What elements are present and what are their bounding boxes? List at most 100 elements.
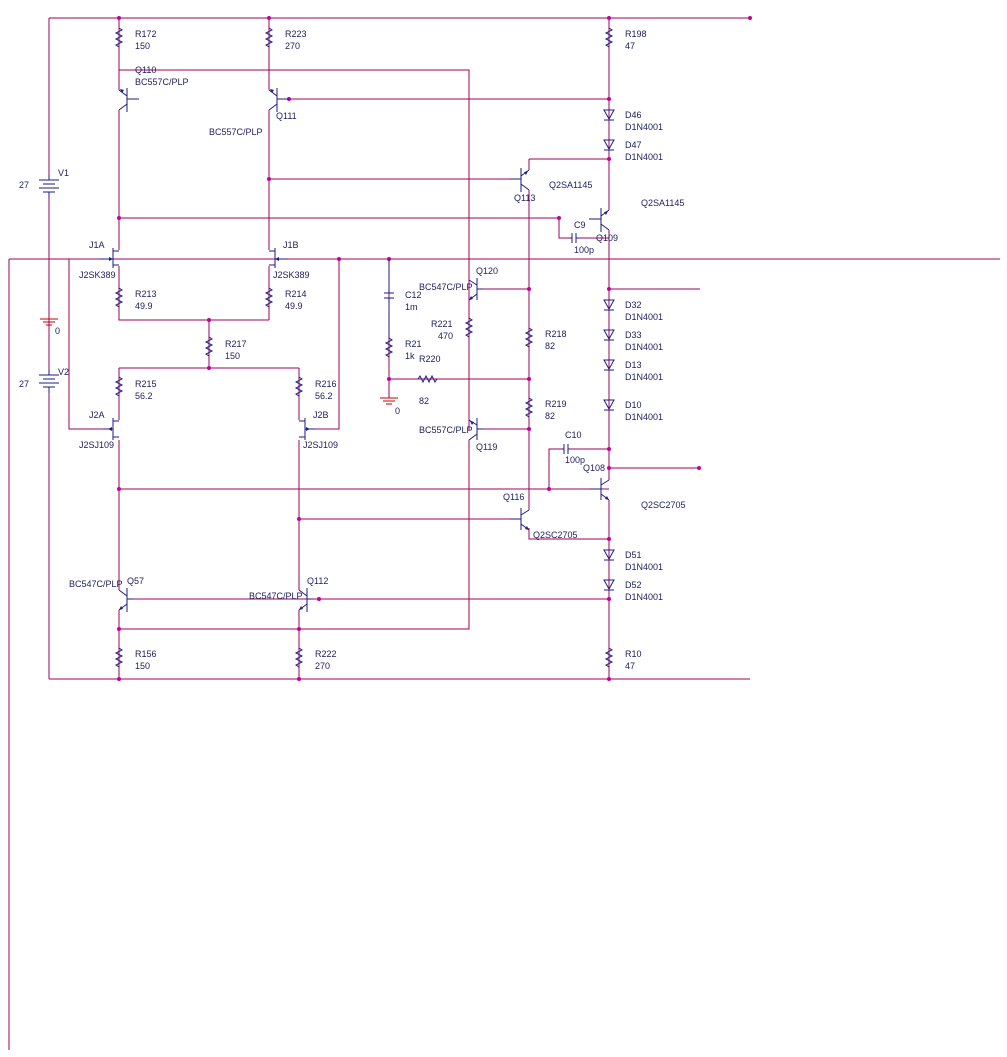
ground-symbol-left: 0	[40, 318, 60, 336]
svg-text:Q57: Q57	[127, 576, 144, 586]
resistor-r221: R221 470	[431, 317, 474, 341]
svg-text:R218: R218	[545, 329, 567, 339]
svg-text:R214: R214	[285, 289, 307, 299]
svg-text:R215: R215	[135, 379, 157, 389]
diode-d33: D33 D1N4001	[603, 329, 663, 352]
transistor-q110: Q110 BC557C/PLP	[118, 65, 189, 112]
svg-text:J1B: J1B	[283, 240, 299, 250]
svg-text:R213: R213	[135, 289, 157, 299]
jfet-j1b: J1B J2SK389	[269, 240, 310, 280]
svg-text:Q120: Q120	[476, 266, 498, 276]
resistor-r220: R220 82	[417, 354, 441, 406]
resistor-r223: R223 270	[264, 27, 307, 51]
wires	[8, 17, 1000, 1050]
svg-text:D52: D52	[625, 580, 642, 590]
svg-text:Q116: Q116	[503, 492, 524, 502]
jfet-j2b: J2B J2SJ109	[299, 410, 338, 450]
diode-d47: D47 D1N4001	[603, 139, 663, 162]
resistor-r219: R219 82	[524, 397, 567, 421]
svg-text:J2SJ109: J2SJ109	[79, 440, 114, 450]
svg-text:Q111: Q111	[276, 111, 297, 121]
svg-text:82: 82	[545, 341, 555, 351]
svg-text:150: 150	[135, 661, 150, 671]
svg-text:Q2SC2705: Q2SC2705	[533, 530, 578, 540]
resistors: R172 150 R223 270 R198 47 R213 49.9 R214…	[114, 27, 647, 671]
svg-text:Q108: Q108	[583, 463, 605, 473]
svg-text:D47: D47	[625, 140, 642, 150]
svg-text:270: 270	[285, 41, 300, 51]
svg-text:R156: R156	[135, 649, 157, 659]
resistor-r217: R217 150	[204, 336, 247, 361]
transistor-q112: Q112 BC547C/PLP	[249, 576, 328, 612]
svg-text:150: 150	[225, 351, 240, 361]
svg-text:D1N4001: D1N4001	[625, 312, 663, 322]
diodes: D46 D1N4001 D47 D1N4001 D32 D1N4001 D33 …	[603, 109, 663, 602]
svg-text:R216: R216	[315, 379, 337, 389]
svg-text:V1: V1	[58, 168, 69, 178]
svg-text:56.2: 56.2	[315, 391, 333, 401]
jfet-j2a: J2A J2SJ109	[79, 410, 119, 450]
svg-text:BC557C/PLP: BC557C/PLP	[135, 77, 189, 87]
resistor-r10: R10 47	[604, 647, 642, 671]
svg-text:D33: D33	[625, 330, 642, 340]
transistor-q120: Q120 BC547C/PLP	[419, 266, 498, 301]
resistor-r222: R222 270	[294, 647, 337, 671]
svg-text:Q2SA1145: Q2SA1145	[549, 180, 592, 190]
svg-text:D1N4001: D1N4001	[625, 122, 663, 132]
transistor-q108: Q108 Q2SC2705	[583, 463, 686, 510]
voltage-sources: V1 27 V2 27	[19, 168, 69, 393]
svg-text:BC547C/PLP: BC547C/PLP	[249, 591, 303, 601]
svg-text:100p: 100p	[565, 455, 585, 465]
svg-text:R223: R223	[285, 29, 307, 39]
svg-text:R221: R221	[431, 319, 453, 329]
resistor-r156: R156 150	[114, 647, 157, 671]
svg-text:BC547C/PLP: BC547C/PLP	[69, 579, 123, 589]
svg-text:D46: D46	[625, 110, 642, 120]
transistor-q111: Q111 BC557C/PLP	[209, 88, 297, 137]
svg-text:D1N4001: D1N4001	[625, 592, 663, 602]
jfets: J1A J2SK389 J1B J2SK389 J2A J2SJ109 J2B …	[79, 240, 338, 450]
svg-text:27: 27	[19, 379, 29, 389]
resistor-r172: R172 150	[114, 27, 157, 51]
svg-text:C9: C9	[574, 220, 586, 230]
svg-text:R198: R198	[625, 29, 647, 39]
svg-text:C10: C10	[565, 430, 582, 440]
diode-d10: D10 D1N4001	[603, 399, 663, 422]
svg-text:470: 470	[438, 331, 453, 341]
svg-text:D1N4001: D1N4001	[625, 342, 663, 352]
capacitor-c10: C10 100p	[562, 430, 585, 465]
svg-text:R219: R219	[545, 399, 567, 409]
svg-text:BC557C/PLP: BC557C/PLP	[419, 425, 473, 435]
diode-d52: D52 D1N4001	[603, 579, 663, 602]
svg-text:Q2SA1145: Q2SA1145	[641, 198, 684, 208]
svg-text:D51: D51	[625, 550, 642, 560]
transistor-q109: Q109 Q2SA1145	[589, 198, 684, 243]
transistor-q113: Q113 Q2SA1145	[509, 168, 592, 203]
diode-d51: D51 D1N4001	[603, 549, 663, 572]
svg-text:J2A: J2A	[89, 410, 105, 420]
svg-text:J1A: J1A	[89, 240, 105, 250]
resistor-r218: R218 82	[524, 327, 567, 351]
transistor-q116: Q116 Q2SC2705	[503, 492, 578, 540]
transistors: Q110 BC557C/PLP Q111 BC557C/PLP Q113 Q2S…	[69, 65, 686, 612]
svg-text:47: 47	[625, 41, 635, 51]
svg-text:49.9: 49.9	[135, 301, 153, 311]
transistor-q119: Q119 BC557C/PLP	[419, 418, 497, 452]
svg-text:Q109: Q109	[596, 233, 618, 243]
svg-text:R220: R220	[419, 354, 441, 364]
svg-text:V2: V2	[58, 367, 69, 377]
svg-text:D10: D10	[625, 400, 642, 410]
svg-text:Q112: Q112	[307, 576, 328, 586]
svg-text:82: 82	[545, 411, 555, 421]
resistor-r213: R213 49.9	[114, 287, 157, 311]
jfet-j1a: J1A J2SK389	[79, 240, 119, 280]
svg-text:49.9: 49.9	[285, 301, 303, 311]
svg-text:R21: R21	[405, 339, 422, 349]
svg-text:Q110: Q110	[135, 65, 156, 75]
svg-text:1m: 1m	[405, 302, 418, 312]
svg-text:D32: D32	[625, 300, 642, 310]
svg-text:D1N4001: D1N4001	[625, 412, 663, 422]
svg-text:D1N4001: D1N4001	[625, 152, 663, 162]
svg-text:R10: R10	[625, 649, 642, 659]
